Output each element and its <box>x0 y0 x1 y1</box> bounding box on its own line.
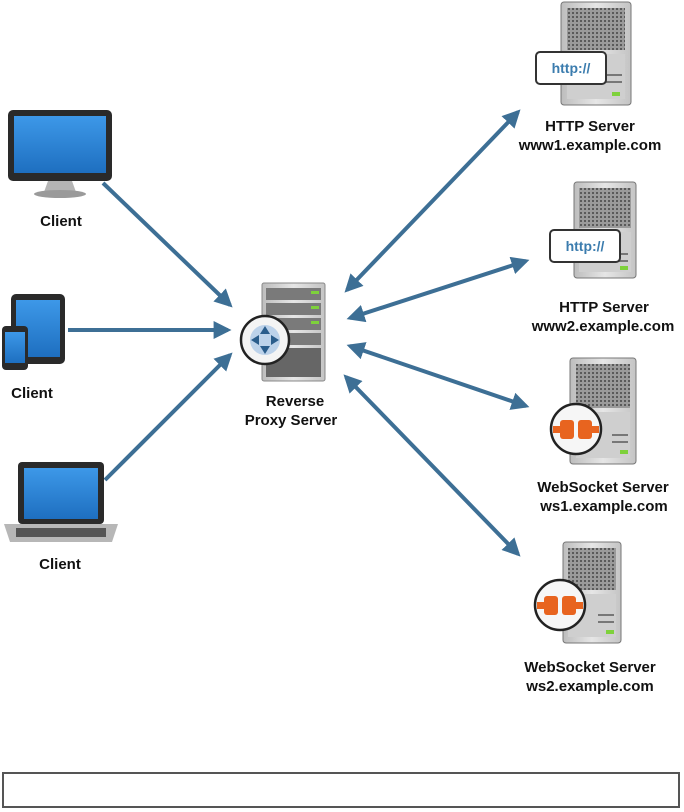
server-tower-icon <box>569 357 637 465</box>
http2-badge-text: http:// <box>566 238 605 254</box>
client-desktop-label: Client <box>40 213 82 230</box>
phone-icon <box>2 326 28 370</box>
http2-label-line2: www2.example.com <box>531 318 675 335</box>
client-mobile-label: Client <box>11 385 53 402</box>
proxy-server-icon <box>261 282 326 382</box>
http-badge: http:// <box>549 229 621 263</box>
client-laptop-label: Client <box>39 556 81 573</box>
websocket-server-2: WebSocket Server ws2.example.com <box>524 541 656 695</box>
arrow-proxy-ws1 <box>346 342 530 410</box>
http2-label-line1: HTTP Server <box>559 299 649 316</box>
proxy-label-line1: Reverse <box>266 393 324 410</box>
client-laptop: Client <box>4 462 118 573</box>
arrow-proxy-http2 <box>346 256 530 323</box>
ws1-label-line1: WebSocket Server <box>537 479 669 496</box>
laptop-icon <box>4 462 118 542</box>
websocket-server-1: WebSocket Server ws1.example.com <box>537 357 669 515</box>
client-mobile: Client <box>2 294 65 402</box>
http-badge: http:// <box>535 51 607 85</box>
arrow-proxy-ws2 <box>343 374 521 557</box>
arrow-desktop-to-proxy <box>101 181 233 308</box>
client-desktop: Client <box>8 110 112 230</box>
connections <box>68 109 530 557</box>
http-server-1: http:// HTTP Server www1.example.com <box>518 1 662 154</box>
http1-label-line1: HTTP Server <box>545 118 635 135</box>
arrow-proxy-http1 <box>344 109 521 293</box>
http-server-2: http:// HTTP Server www2.example.com <box>531 181 675 335</box>
websocket-plug-icon <box>533 578 587 632</box>
caption-bar <box>2 772 680 808</box>
reverse-proxy: Reverse Proxy Server <box>239 282 338 429</box>
proxy-switch-icon <box>239 314 291 366</box>
http1-badge-text: http:// <box>552 60 591 76</box>
http1-label-line2: www1.example.com <box>518 137 662 154</box>
proxy-label-line2: Proxy Server <box>245 412 338 429</box>
desktop-monitor-icon <box>8 110 112 198</box>
ws2-label-line1: WebSocket Server <box>524 659 656 676</box>
ws2-label-line2: ws2.example.com <box>525 678 654 695</box>
ws1-label-line2: ws1.example.com <box>539 498 668 515</box>
arrow-laptop-to-proxy <box>103 352 233 482</box>
websocket-plug-icon <box>549 402 603 456</box>
